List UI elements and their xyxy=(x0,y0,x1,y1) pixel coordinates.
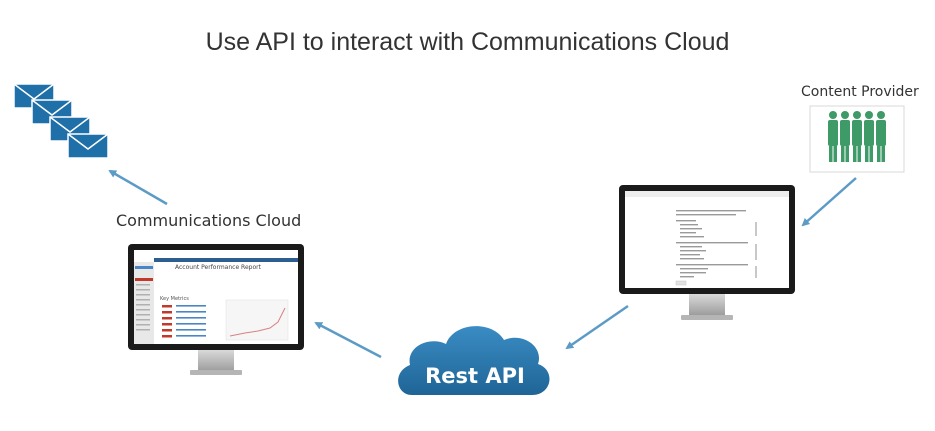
envelope-icon xyxy=(67,133,109,159)
cloud-icon xyxy=(398,326,550,395)
arrow-monitor-to-api xyxy=(565,304,629,350)
arrow-api-to-cloud-monitor xyxy=(314,321,382,359)
monitor-icon xyxy=(619,185,795,320)
diagram-title: Use API to interact with Communications … xyxy=(205,28,730,56)
monitor-icon xyxy=(128,244,304,375)
report-title: Account Performance Report xyxy=(175,264,261,271)
arrow-provider-to-monitor xyxy=(801,177,857,227)
content-provider-label: Content Provider xyxy=(801,84,919,100)
report-section-title: Key Metrics xyxy=(160,296,189,302)
rest-api-label: Rest API xyxy=(425,364,525,388)
people-icon xyxy=(809,105,905,173)
envelope-stack xyxy=(13,83,109,159)
communications-cloud-label: Communications Cloud xyxy=(116,211,302,230)
arrow-cloud-to-envelopes xyxy=(108,169,168,206)
